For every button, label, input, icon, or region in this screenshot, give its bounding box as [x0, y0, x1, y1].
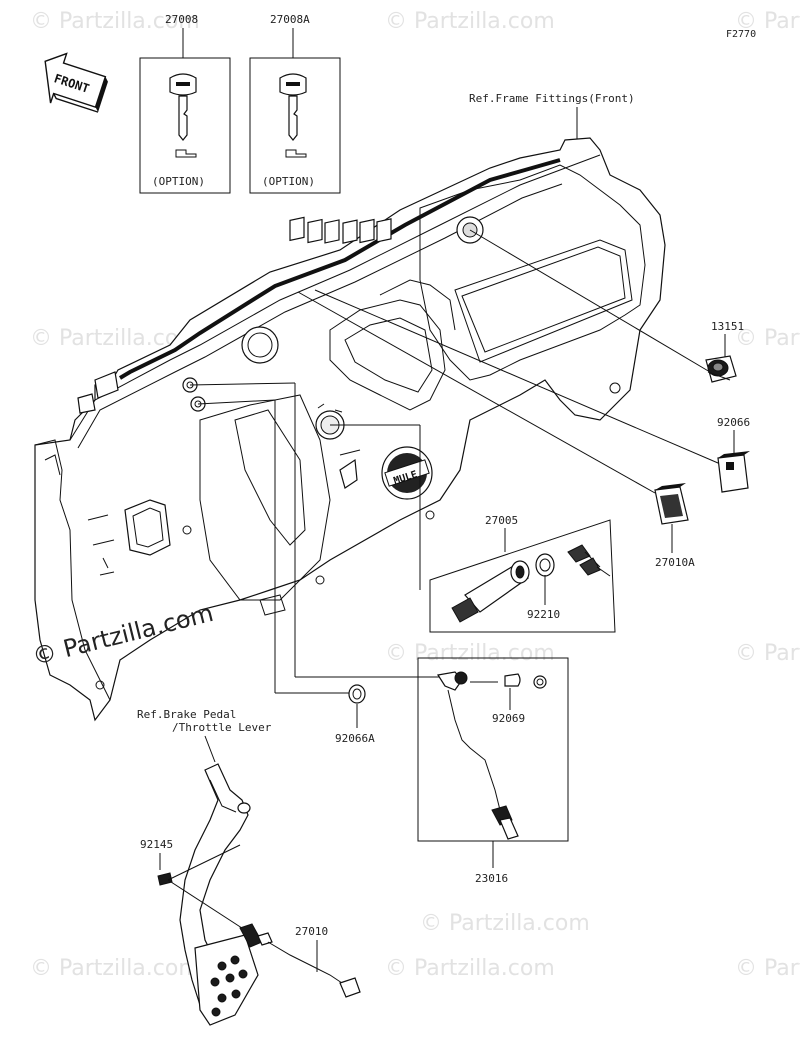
front-arrow-icon: FRONT	[44, 52, 108, 113]
part-label-27010: 27010	[295, 925, 328, 938]
part-label-27010A: 27010A	[655, 556, 695, 569]
part-label-23016: 23016	[475, 872, 508, 885]
pedal-pad-holes	[210, 955, 248, 1017]
part-label-92066A: 92066A	[335, 732, 375, 745]
brake-switch-parts: 92145 27010	[140, 838, 361, 998]
ignition-switch-icon	[451, 560, 530, 623]
option-note-27008A: (OPTION)	[262, 175, 315, 188]
switch-slots	[289, 216, 392, 244]
keys-icon	[567, 544, 611, 577]
plug-92066A: 92066A	[335, 684, 375, 745]
part-label-92069: 92069	[492, 712, 525, 725]
ignition-switch-box-27005: 27005 92210	[429, 514, 616, 633]
part-label-92145: 92145	[140, 838, 173, 851]
watermark-mid-right: © Partzilla.com	[735, 326, 800, 351]
figure-code: F2770	[726, 29, 756, 40]
part-label-27008: 27008	[165, 13, 198, 26]
key-icon	[169, 73, 197, 141]
leader-lines	[189, 229, 726, 694]
watermark-center-right: © Partzilla.com	[735, 641, 800, 666]
part-label-92066: 92066	[717, 416, 750, 429]
nut-icon	[535, 553, 555, 577]
watermark-center: © Partzilla.com	[385, 641, 555, 666]
watermark-bottom-center: © Partzilla.com	[385, 956, 555, 981]
option-note-27008: (OPTION)	[152, 175, 205, 188]
watermark-bottom-right: © Partzilla.com	[735, 956, 800, 981]
part-label-13151: 13151	[711, 320, 744, 333]
sensor-box-23016: 92069 23016	[417, 657, 569, 885]
ref-throttle-lever: /Throttle Lever	[172, 721, 272, 734]
ref-brake-pedal: Ref.Brake Pedal	[137, 708, 236, 721]
watermark-lower-right: © Partzilla.com	[420, 911, 590, 936]
part-label-27005: 27005	[485, 514, 518, 527]
watermark-top-center: © Partzilla.com	[385, 9, 555, 34]
watermark-top-left: © Partzilla.com	[30, 9, 200, 34]
part-label-92210: 92210	[527, 608, 560, 621]
brake-light-switch-icon	[239, 923, 361, 998]
watermark-bottom-left: © Partzilla.com	[30, 956, 200, 981]
rocker-switch-27010A: 27010A	[654, 483, 695, 569]
watermark-top-right: © Partzilla.com	[735, 9, 800, 34]
brake-pedal	[179, 763, 259, 1026]
sensor-icon	[437, 671, 519, 840]
power-outlet-13151: 13151	[705, 320, 744, 383]
key-icon	[279, 73, 307, 141]
ref-frame-fittings: Ref.Frame Fittings(Front)	[469, 92, 635, 105]
key-box-27008: 27008 (OPTION)	[139, 13, 231, 194]
key-box-27008A: 27008A (OPTION)	[249, 13, 341, 194]
part-label-27008A: 27008A	[270, 13, 310, 26]
switch-cap-92066: 92066	[717, 416, 750, 493]
